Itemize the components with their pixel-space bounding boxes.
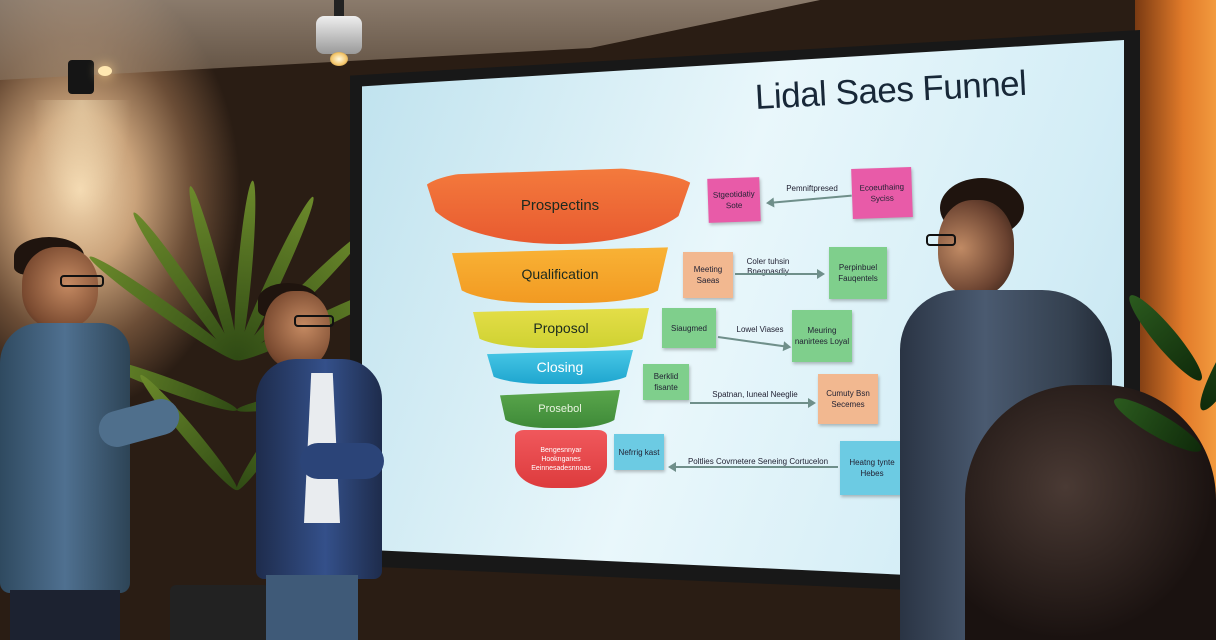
arrow-2 — [735, 269, 825, 279]
sticky-note-green-4: Berklid fisante — [643, 364, 689, 400]
sticky-note-blue-1: Nefrrig kast — [614, 434, 664, 470]
glasses-icon — [60, 275, 104, 287]
connector-label-2: Coler tuhsin Bnegnasdiy — [746, 257, 790, 276]
connector-label-1: Pemniftpresed — [786, 184, 838, 193]
funnel-stage-3-label: Proposol — [533, 320, 589, 336]
connector-label-5: Poltlies Covrnetere Seneing Cortucelon — [687, 457, 829, 466]
glasses-icon — [926, 234, 956, 246]
plant-pot — [170, 585, 270, 640]
connector-label-3: Lowel Viases — [736, 325, 784, 334]
sticky-note-peach-2: Cumuty Bsn Secemes — [818, 374, 878, 424]
sticky-note-peach-1: Meeting Saeas — [683, 252, 733, 298]
funnel-bottom-line-3: Eeinnesadesnnoas — [531, 464, 591, 472]
funnel-stage-3: Proposol — [473, 308, 649, 348]
funnel-stage-2-label: Qualification — [521, 266, 599, 282]
arrow-5 — [668, 462, 838, 472]
funnel-stage-5-label: Prosebol — [538, 403, 582, 415]
arrow-4 — [690, 398, 816, 408]
sticky-note-green-1: Perpinbuel Fauqentels — [829, 247, 887, 299]
person-left — [0, 235, 185, 640]
funnel-bottom-line-2: Hooknganes — [541, 455, 581, 463]
glasses-icon — [294, 315, 334, 327]
sticky-note-green-3: Meuring nanirtees Loyal — [792, 310, 852, 362]
right-edge-plant — [1108, 230, 1216, 490]
funnel-bottom-line-1: Bengesnnyar — [540, 446, 582, 454]
funnel-stage-5: Prosebol — [500, 390, 620, 428]
sticky-note-blue-2: Heatng tynte Hebes — [840, 441, 904, 495]
sticky-note-pink-1: Stgeotidatiy Sote — [707, 177, 761, 223]
connector-label-4: Spatnan, Iuneal Neeglie — [712, 390, 798, 399]
funnel-stage-4: Closing — [487, 350, 633, 384]
funnel-stage-4-label: Closing — [536, 359, 584, 375]
ceiling-projector — [310, 0, 368, 70]
person-center — [250, 283, 390, 640]
funnel-stage-6: Bengesnnyar Hooknganes Eeinnesadesnnoas — [515, 430, 607, 488]
sticky-note-green-2: Siaugmed — [662, 308, 716, 348]
funnel-stage-2: Qualification — [452, 247, 668, 303]
funnel-stage-1-label: Prospectins — [520, 196, 600, 214]
recessed-light — [98, 66, 112, 76]
ceiling-spotlight — [32, 60, 132, 220]
